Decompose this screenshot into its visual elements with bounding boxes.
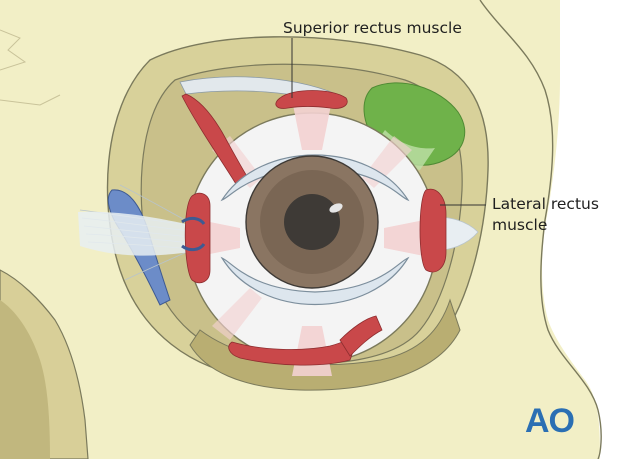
- medial-rectus-muscle: [184, 192, 211, 284]
- ao-logo: AO: [525, 402, 575, 440]
- medial-tendon-band: [78, 211, 205, 256]
- bone-detail-left: [0, 29, 27, 71]
- label-lateral-rectus-line1: Lateral rectus: [492, 195, 599, 213]
- pupil-highlight: [329, 203, 343, 213]
- nasal-shadow: [0, 300, 50, 459]
- bone-detail-left-2: [0, 94, 61, 106]
- superior-rectus-muscle: [275, 90, 348, 109]
- medial-canthal-tendon-loops: [181, 216, 206, 252]
- lower-eyelid: [220, 256, 410, 306]
- pupil: [284, 194, 340, 250]
- inferior-oblique-muscle: [339, 315, 383, 357]
- label-superior-rectus: Superior rectus muscle: [283, 19, 462, 37]
- lateral-rectus-muscle: [419, 188, 447, 273]
- skull-right-outline: [479, 0, 602, 459]
- background-white: [542, 0, 620, 459]
- inferior-rectus-muscle: [228, 330, 361, 366]
- upper-eyelid: [220, 154, 410, 202]
- label-lateral-rectus-line2: muscle: [492, 216, 547, 234]
